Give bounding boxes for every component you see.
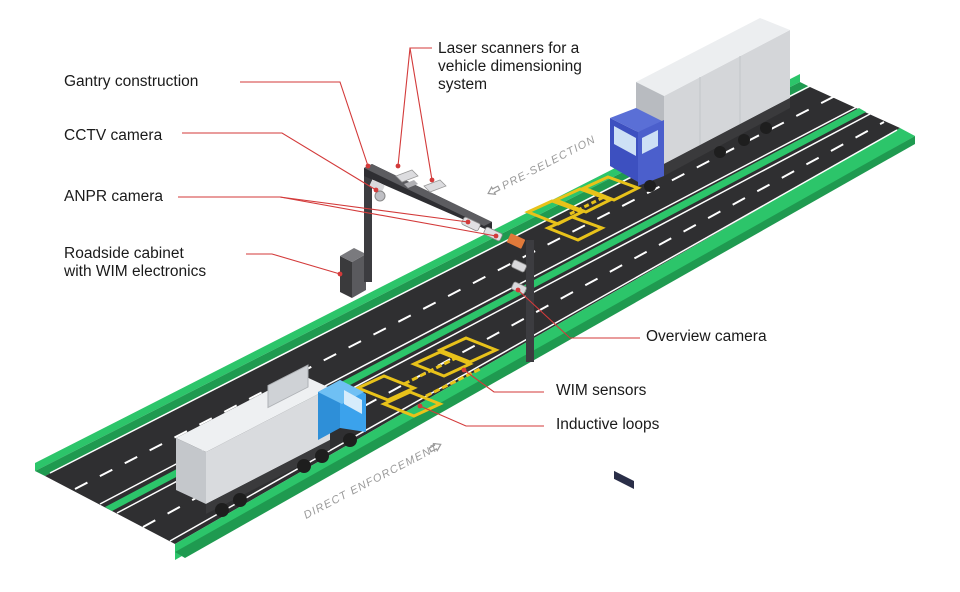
leader-dot — [461, 367, 467, 373]
label-cctv-camera: CCTV camera — [64, 127, 163, 144]
leader-dot — [365, 163, 371, 169]
wheel — [297, 459, 311, 473]
pre-selection-text: PRE-SELECTION — [500, 133, 598, 192]
leader-dot — [465, 219, 471, 225]
leader-anpr-2 — [279, 196, 497, 237]
leader-dot — [395, 163, 401, 169]
arrow-left-outline-icon — [487, 185, 501, 195]
reefer-unit — [267, 364, 309, 409]
wim-sensor-strip — [425, 366, 483, 398]
wim-sensor-field-lower — [354, 336, 500, 418]
wheel — [233, 493, 247, 507]
leader-dot — [493, 233, 499, 239]
leader-loops — [419, 405, 544, 427]
grass-strip-right-edge — [175, 136, 915, 558]
cctv-housing — [369, 180, 385, 192]
sensor-pad — [580, 175, 642, 202]
wheel — [738, 134, 750, 146]
cabinet-side — [352, 254, 366, 298]
sensor-pad — [410, 350, 474, 378]
trailer-rear — [176, 438, 206, 504]
cab-top — [610, 108, 664, 132]
truck-direct-enforcement — [176, 364, 366, 517]
cabinet-front — [340, 256, 352, 298]
wheel — [215, 503, 229, 517]
cctv-dome — [374, 190, 386, 202]
leader-cctv — [182, 132, 377, 191]
windshield — [344, 390, 362, 414]
grille — [614, 470, 634, 490]
truck-chassis — [664, 98, 790, 176]
leader-gantry — [240, 81, 369, 167]
trailer-side — [206, 388, 330, 504]
overview-housing — [511, 259, 527, 273]
wim-sensor-field-upper — [524, 175, 642, 242]
leader-wim — [463, 369, 544, 393]
trailer-top — [636, 18, 790, 96]
label-laser-scanners: Laser scanners for a vehicle dimensionin… — [438, 40, 582, 93]
label-inductive-loops: Inductive loops — [556, 416, 660, 433]
label-roadside-cabinet: Roadside cabinet with WIM electronics — [64, 245, 207, 280]
leader-dot — [417, 403, 423, 409]
wheel — [315, 449, 329, 463]
label-anpr-camera: ANPR camera — [64, 188, 164, 205]
leader-cabinet — [246, 253, 341, 275]
wheel — [343, 433, 357, 447]
arrow-right-outline-icon — [428, 442, 442, 453]
sensor-pad — [354, 374, 418, 402]
cctv-camera-device — [369, 180, 386, 202]
roadside-cabinet — [340, 248, 366, 298]
wheel — [644, 180, 656, 192]
side-window — [642, 130, 658, 154]
laser-scanner-device — [395, 169, 447, 193]
lane-divider — [74, 95, 836, 490]
sensor-pad — [544, 215, 606, 242]
leader-dot — [429, 177, 435, 183]
laser-scanner-housing — [404, 180, 418, 188]
windshield — [614, 126, 636, 156]
wim-sensor-strip — [569, 194, 607, 216]
laser-scanner-housing — [395, 169, 419, 183]
sensor-pad — [436, 336, 500, 364]
grass-strip-left — [35, 74, 800, 471]
label-overview-camera: Overview camera — [646, 328, 767, 345]
leader-overview — [517, 289, 640, 339]
leader-dot — [373, 187, 379, 193]
gantry-beam-top — [364, 164, 492, 226]
sensor-pad — [380, 390, 444, 418]
wheel — [760, 122, 772, 134]
wim-sensor-strip — [403, 354, 461, 386]
leader-dot — [337, 271, 343, 277]
truck-pre-selection — [610, 18, 790, 490]
leader-dot — [515, 287, 521, 293]
wheel — [714, 146, 726, 158]
label-gantry-construction: Gantry construction — [64, 73, 199, 90]
label-wim-sensors: WIM sensors — [556, 382, 647, 399]
leader-laser-2 — [409, 47, 433, 181]
gantry — [364, 164, 534, 362]
leader-lines — [178, 47, 640, 427]
anpr-illuminator — [506, 233, 526, 249]
gantry-post-left — [364, 172, 372, 282]
cabinet-top — [340, 248, 366, 262]
road — [35, 74, 915, 560]
trailer-side — [664, 30, 790, 164]
leader-dots — [337, 163, 521, 409]
laser-scanner-housing — [423, 179, 447, 193]
